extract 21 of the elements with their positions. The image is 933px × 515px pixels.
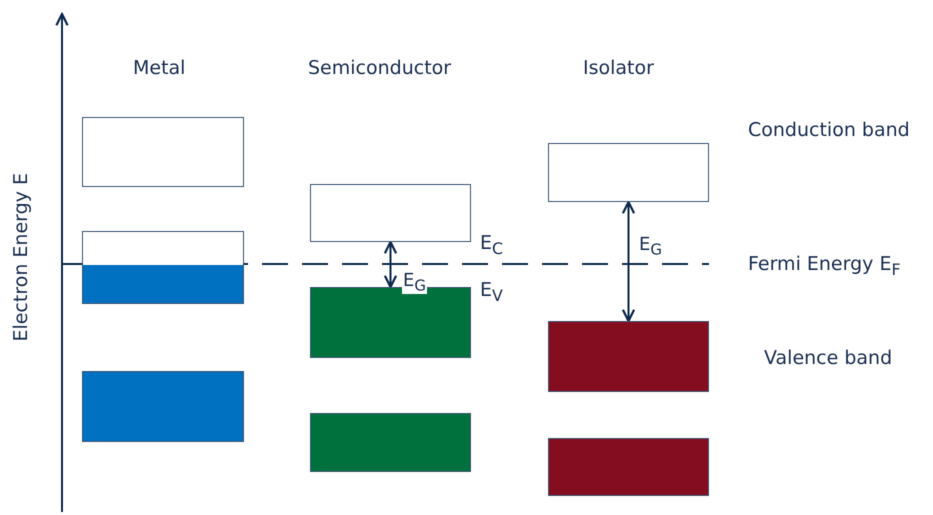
axis-label: Electron Energy E [12,173,31,342]
level-label: Fermi Energy E$_{F}$ [748,255,901,278]
band-label: Conduction band [748,121,910,140]
level-label: E$_{C}$ [480,234,504,257]
arrow [384,240,398,288]
column-heading: Semiconductor [308,59,452,78]
energy-band [82,371,244,442]
arrow [622,200,636,322]
edge-label: E$_{G}$ [402,272,427,294]
energy-band [310,184,471,242]
level-label: E$_{V}$ [480,281,503,304]
energy-band [548,143,709,202]
band-label: Valence band [764,349,892,368]
energy-band [548,321,709,392]
column-heading: Metal [133,59,186,78]
energy-band [548,438,709,496]
energy-band [310,413,471,472]
energy-band [82,231,244,304]
energy-band [82,117,244,187]
column-heading: Isolator [583,59,654,78]
edge-label: E$_{G}$ [638,236,663,258]
